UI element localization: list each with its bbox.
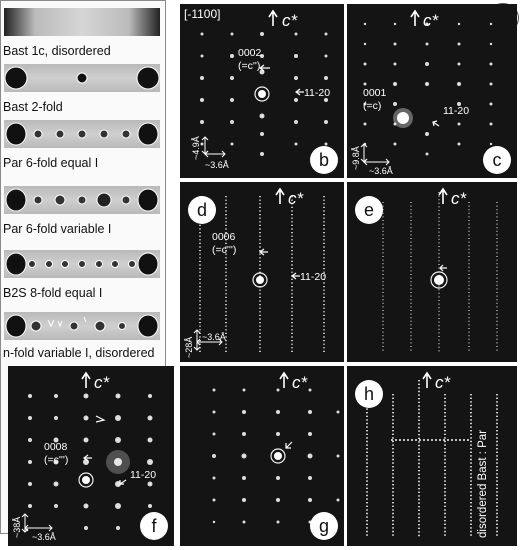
c-star-arrow bbox=[279, 371, 289, 388]
panel-letter: g bbox=[319, 516, 329, 536]
spot-label-sub: (=c''') bbox=[212, 244, 236, 256]
pattern-strip-bast-2fold bbox=[4, 64, 160, 92]
c-star-label: c* bbox=[435, 373, 452, 392]
c-star-arrow bbox=[275, 187, 285, 204]
panel-b-diffraction: [-1100] c* 0002 (=c'') 11-20 ~4.9Å ~3.6Å… bbox=[180, 4, 344, 178]
panel-letter-badge bbox=[310, 512, 338, 540]
caption-b2s-8fold: B2S 8-fold equal I bbox=[3, 286, 103, 300]
c-star-label: c* bbox=[94, 373, 111, 392]
row-label: 11-20 bbox=[443, 105, 469, 117]
scale-h-label: ~3.6Å bbox=[369, 166, 393, 176]
caption-bast-2fold: Bast 2-fold bbox=[3, 100, 63, 114]
panel-h-diffraction: c* disordered Bast : Par h bbox=[347, 366, 517, 546]
row-arrow bbox=[295, 88, 304, 96]
row-arrow bbox=[291, 272, 300, 280]
diffraction-spots bbox=[212, 388, 340, 524]
spot-arrow bbox=[259, 248, 268, 256]
scale-h-label: ~3.6Å bbox=[202, 332, 226, 342]
panel-letter-badge bbox=[355, 196, 383, 224]
panel-c-diffraction: c* 0001 (=c) 11-20 ~9.8Å ~3.6Å c bbox=[347, 4, 517, 178]
scale-bars bbox=[193, 329, 223, 351]
c-star-label: c* bbox=[451, 189, 468, 208]
c-star-arrow bbox=[438, 187, 448, 204]
scale-v-label: ~38Å bbox=[12, 517, 22, 538]
caption-par-6fold-equal: Par 6-fold equal I bbox=[3, 156, 99, 170]
c-star-arrow bbox=[268, 9, 278, 26]
panel-letter: b bbox=[319, 150, 329, 170]
panel-f-diffraction: c* 0008 (=c''') 11-20 ~38Å ~3.6Å f bbox=[8, 366, 174, 546]
panel-letter-badge bbox=[483, 146, 511, 174]
spot-label-sub: (=c'') bbox=[238, 60, 260, 72]
panel-letter: f bbox=[151, 516, 157, 536]
panel-letter-badge bbox=[310, 146, 338, 174]
c-star-arrow bbox=[422, 371, 432, 388]
pattern-strip-nfold-disordered bbox=[4, 312, 160, 340]
c-star-label: c* bbox=[282, 11, 299, 30]
panel-letter: c bbox=[493, 150, 502, 170]
scale-bars bbox=[360, 143, 390, 166]
spot-arrow bbox=[285, 441, 293, 449]
pattern-strip-par-6fold-variable bbox=[4, 186, 160, 214]
zone-axis-label: [-1100] bbox=[184, 7, 220, 21]
scale-h-label: ~3.6Å bbox=[205, 160, 229, 170]
pattern-strip-par-6fold-equal bbox=[4, 120, 160, 148]
spot-arrow bbox=[439, 264, 447, 272]
diffraction-streaks bbox=[366, 380, 498, 538]
spot-arrow bbox=[95, 415, 106, 423]
panel-letter-badge bbox=[188, 196, 216, 224]
c-star-arrow bbox=[410, 9, 420, 26]
boundary-label: disordered Bast : Par bbox=[477, 430, 489, 538]
c-star-label: c* bbox=[423, 11, 440, 30]
c-star-label: c* bbox=[292, 373, 309, 392]
c-star-label: c* bbox=[288, 189, 305, 208]
spot-arrow bbox=[83, 454, 92, 462]
scale-v-label: ~28Å bbox=[184, 337, 194, 358]
panel-e-diffraction: c* e bbox=[347, 182, 517, 362]
scale-v-label: ~9.8Å bbox=[351, 146, 361, 170]
scale-bars bbox=[21, 513, 53, 533]
panel-letter-badge bbox=[140, 512, 168, 540]
panel-letter: e bbox=[364, 200, 374, 220]
panel-d-diffraction: c* 0006 (=c''') 11-20 ~28Å ~3.6Å d bbox=[180, 182, 344, 362]
row-label: 11-20 bbox=[300, 271, 326, 283]
spot-label: 0001 bbox=[363, 87, 387, 99]
spot-label: 0006 bbox=[212, 231, 236, 243]
row-arrow bbox=[119, 479, 127, 485]
panel-letter-badge bbox=[355, 380, 383, 408]
spot-label-sub: (=c) bbox=[363, 100, 381, 112]
diffraction-spots bbox=[363, 22, 493, 156]
row-label: 11-20 bbox=[130, 469, 156, 481]
panel-letter: d bbox=[197, 200, 207, 220]
pattern-strip-bast-1c bbox=[4, 8, 160, 36]
caption-nfold-disordered: n-fold variable I, disordered bbox=[3, 346, 155, 360]
spot-label-sub: (=c''') bbox=[44, 454, 68, 466]
diffraction-spots bbox=[28, 393, 153, 530]
panel-g-diffraction: c* g bbox=[180, 366, 344, 546]
pattern-strip-b2s-8fold bbox=[4, 250, 160, 278]
panel-letter: h bbox=[364, 384, 374, 404]
row-arrow bbox=[432, 120, 440, 127]
spot-arrow bbox=[259, 64, 270, 72]
c-star-arrow bbox=[81, 371, 91, 388]
scale-h-label: ~3.6Å bbox=[32, 532, 56, 542]
spot-label: 0002 bbox=[238, 47, 262, 59]
scale-bars bbox=[201, 136, 226, 158]
row-label: 11-20 bbox=[304, 87, 330, 99]
scale-v-label: ~4.9Å bbox=[191, 136, 201, 160]
caption-bast-1c: Bast 1c, disordered bbox=[3, 44, 111, 58]
spot-label: 0008 bbox=[44, 441, 68, 453]
caption-par-6fold-variable: Par 6-fold variable I bbox=[3, 222, 112, 236]
